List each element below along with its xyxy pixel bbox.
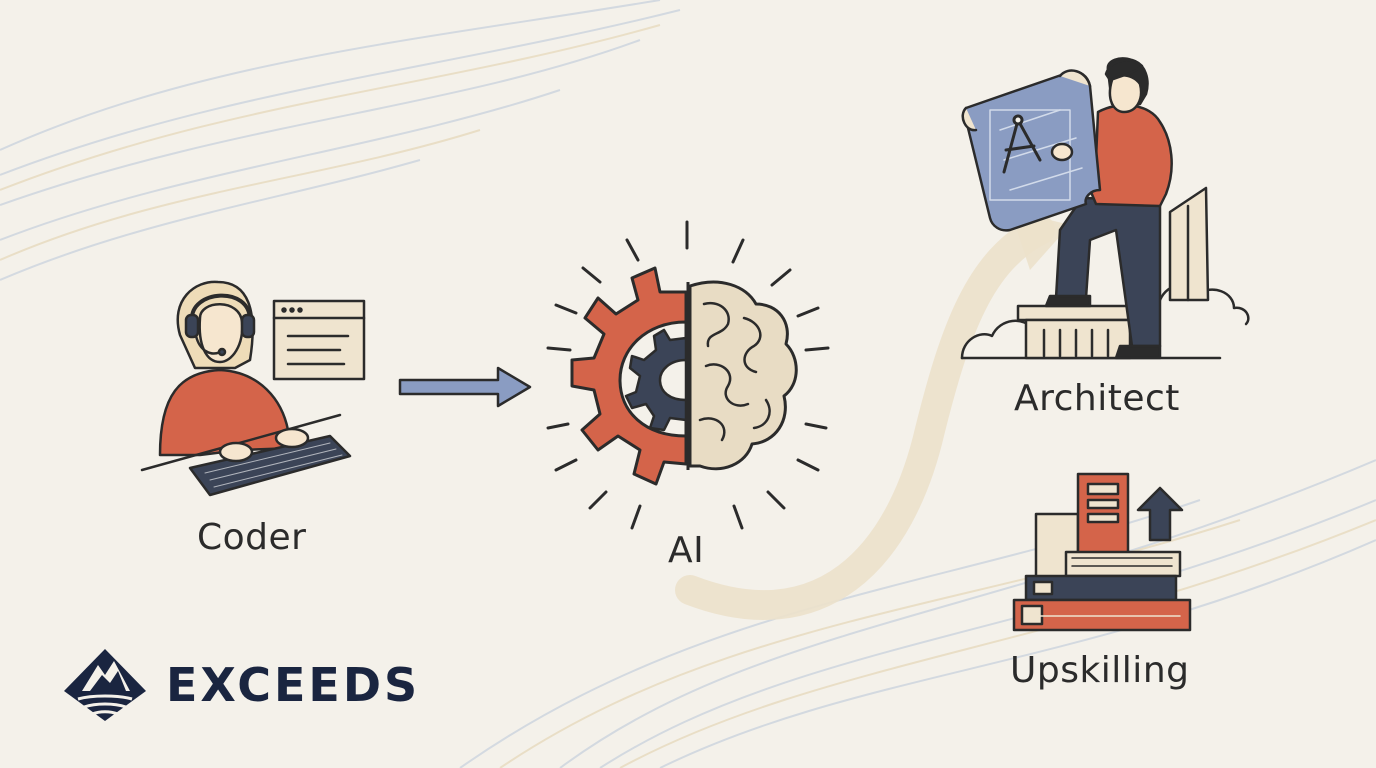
- label-architect: Architect: [1014, 378, 1180, 419]
- label-upskilling: Upskilling: [1010, 650, 1190, 691]
- brand-logo: EXCEEDS: [62, 640, 420, 730]
- mountain-logo-icon: [64, 649, 146, 721]
- brand-name: EXCEEDS: [166, 658, 421, 712]
- label-ai: AI: [668, 530, 705, 571]
- label-coder: Coder: [197, 517, 307, 558]
